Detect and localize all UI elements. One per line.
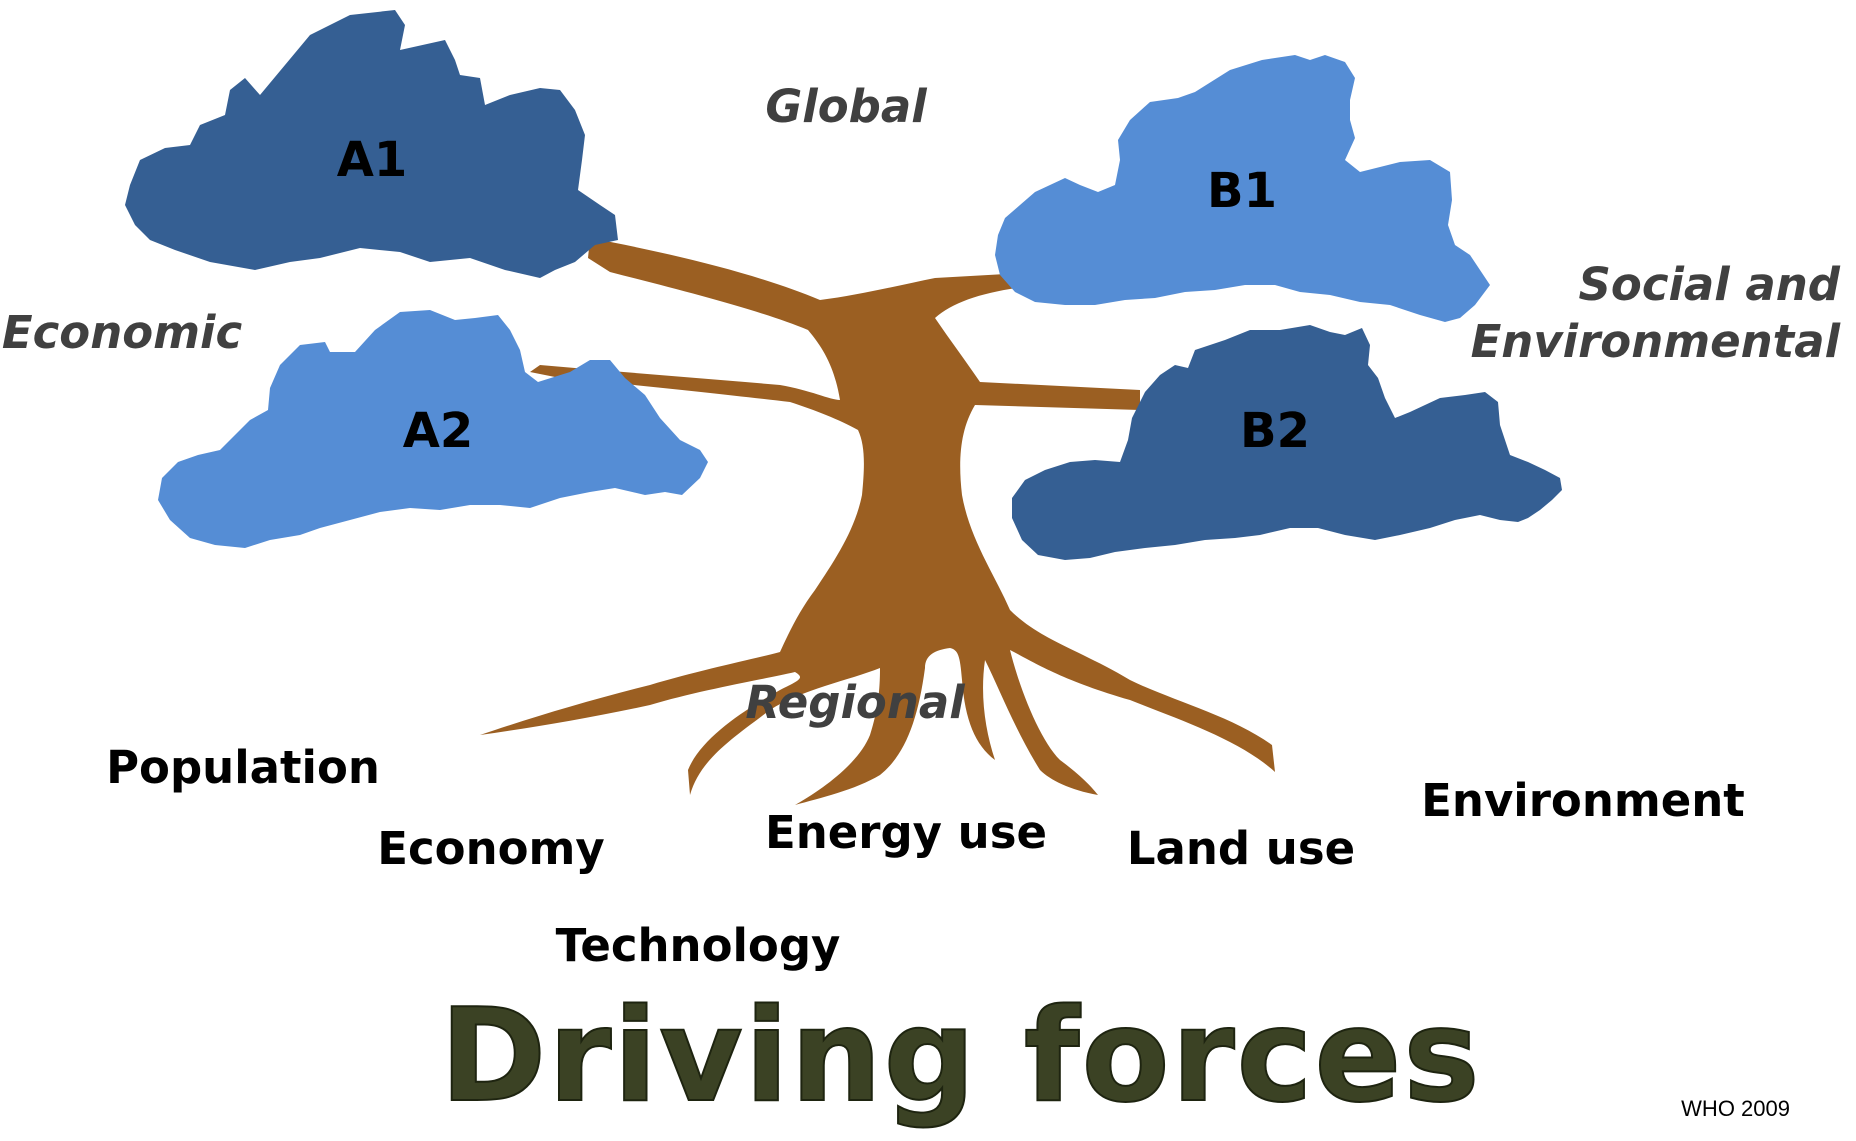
cloud-a1: [125, 10, 618, 278]
credit-label: WHO 2009: [1681, 1096, 1790, 1121]
cloud-b2-shape: [1012, 325, 1562, 560]
tree-trunk: [480, 238, 1275, 805]
force-energy-use-label: Energy use: [765, 806, 1047, 859]
force-environment-label: Environment: [1421, 774, 1745, 827]
scenario-a2-label: A2: [403, 403, 474, 459]
axis-global-label: Global: [765, 80, 927, 133]
cloud-a1-shape: [125, 10, 618, 278]
cloud-a2-shape: [158, 310, 708, 548]
axis-social-label-line1: Social and: [1579, 258, 1841, 311]
scenario-a1-label: A1: [337, 132, 408, 188]
diagram-title: Driving forces: [440, 982, 1482, 1131]
cloud-b2: [1012, 325, 1562, 560]
force-economy-label: Economy: [377, 822, 605, 875]
axis-social-label-line2: Environmental: [1471, 315, 1841, 368]
axis-regional-label: Regional: [745, 676, 965, 729]
scenario-b2-label: B2: [1240, 403, 1310, 459]
cloud-a2: [158, 310, 708, 548]
scenario-b1-label: B1: [1207, 163, 1277, 219]
force-land-use-label: Land use: [1127, 822, 1355, 875]
cloud-b1: [995, 55, 1490, 322]
axis-economic-label: Economic: [2, 306, 243, 359]
force-technology-label: Technology: [556, 919, 841, 972]
force-population-label: Population: [106, 741, 380, 794]
tree: [480, 238, 1275, 805]
cloud-b1-shape: [995, 55, 1490, 322]
